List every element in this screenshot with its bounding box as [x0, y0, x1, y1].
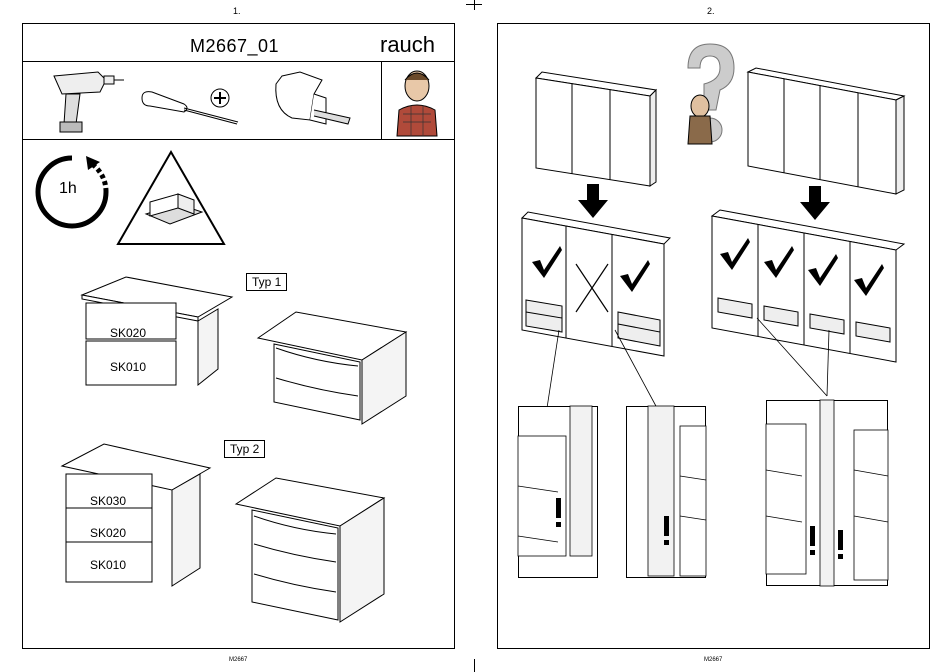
type-2-chest-labeled [60, 442, 212, 592]
type-1-label: Typ 1 [246, 273, 287, 291]
drawer-label: SK010 [110, 360, 146, 374]
detail-leader-lines [497, 300, 927, 412]
drawer-label: SK030 [90, 494, 126, 508]
page-footer: M2667 [704, 657, 722, 663]
question-mark-mascot-icon [676, 40, 740, 152]
type-2-label: Typ 2 [224, 440, 265, 458]
detail-panel-right [766, 400, 888, 586]
check-mark-icon [806, 252, 840, 286]
check-mark-icon [618, 258, 652, 292]
two-persons-warning-icon [116, 150, 226, 246]
check-mark-icon [530, 244, 564, 278]
mascot-man-icon [393, 66, 443, 136]
divider [22, 139, 454, 140]
divider [22, 61, 454, 62]
phillips-screwdriver-icon [140, 86, 245, 131]
tape-measure-icon [270, 70, 360, 132]
type-1-chest-plain [256, 310, 408, 424]
check-mark-icon [852, 262, 886, 296]
brand-logo: rauch [380, 32, 435, 58]
wardrobe-3-door-closed [534, 70, 658, 190]
check-mark-icon [762, 244, 796, 278]
crop-mark [466, 4, 482, 5]
drawer-label: SK010 [90, 558, 126, 572]
page-number: 1. [233, 6, 241, 16]
duration-label: 1h [59, 180, 77, 198]
drill-icon [40, 66, 130, 136]
type-2-chest-plain [234, 476, 386, 624]
crop-mark [474, 659, 475, 672]
page-footer: M2667 [229, 657, 247, 663]
page-number: 2. [707, 6, 715, 16]
drawer-label: SK020 [110, 326, 146, 340]
wardrobe-4-door-closed [746, 66, 906, 196]
check-mark-icon [718, 236, 752, 270]
drawer-label: SK020 [90, 526, 126, 540]
detail-panel-left [518, 406, 598, 578]
detail-panel-middle [626, 406, 706, 578]
divider [381, 61, 382, 140]
type-1-chest-labeled [80, 275, 235, 390]
crop-mark [474, 0, 475, 10]
model-title: M2667_01 [190, 36, 279, 57]
